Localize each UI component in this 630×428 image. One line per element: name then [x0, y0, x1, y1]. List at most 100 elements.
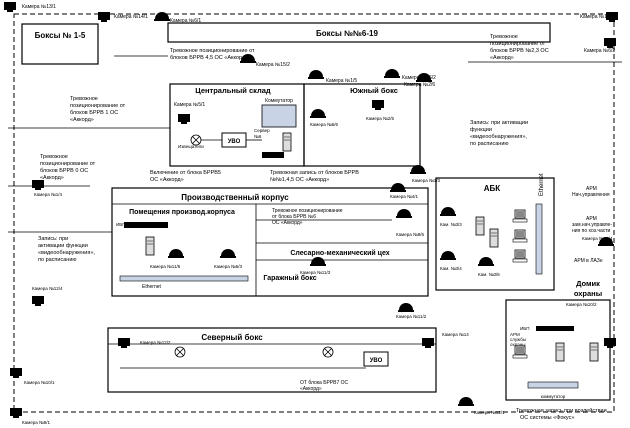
- note-ot-brrv7: ОТ блока БРРВ7 ОС «Аккорд»: [300, 380, 349, 392]
- pc-abk-2-icon: [512, 229, 528, 243]
- svg-text:Камера №6/3: Камера №6/3: [214, 264, 243, 269]
- svg-text:Камера №14: Камера №14: [442, 332, 469, 337]
- ethernet-bus-production: [119, 275, 249, 282]
- camera-1-5: Камера №1/5: [308, 70, 357, 84]
- svg-text:службы: службы: [510, 337, 526, 342]
- svg-text:Тревожное: Тревожное: [490, 34, 518, 40]
- svg-text:позиционирование от: позиционирование от: [40, 161, 96, 167]
- svg-text:Камера №5/1: Камера №5/1: [174, 102, 205, 108]
- svg-text:Камера №13/1: Камера №13/1: [22, 4, 56, 10]
- camera-8-6: Камера №8/6: [396, 209, 425, 237]
- guard-house-label-1: Домик: [576, 279, 600, 288]
- svg-text:Камера №1/4: Камера №1/4: [34, 192, 63, 197]
- svg-text:ния по хоз.части: ния по хоз.части: [572, 228, 611, 234]
- camera-14-1: Камера №14/1: [98, 12, 148, 22]
- svg-text:Тревожное позиционирование от: Тревожное позиционирование от: [170, 48, 255, 54]
- kommutator-central-label: Коммутатор: [265, 98, 293, 104]
- camera-5-1: Камера №5/1: [174, 102, 205, 124]
- svg-text:АРМ: АРМ: [586, 216, 597, 222]
- guard-house-label-2: охраны: [574, 289, 602, 298]
- camera-6-6: Камера №6/6: [310, 109, 339, 127]
- svg-text:Камера №11/2: Камера №11/2: [396, 314, 427, 319]
- svg-text:Камера №10/1: Камера №10/1: [24, 380, 55, 385]
- server-3-icon: [489, 228, 499, 248]
- svg-text:активации функции: активации функции: [38, 243, 88, 249]
- note-trevozh-45: Тревожное позиционирование от блоков БРР…: [170, 48, 255, 61]
- ibp-central: [262, 152, 284, 158]
- svg-text:блоков БРРВ 1 ОС: блоков БРРВ 1 ОС: [70, 110, 118, 116]
- camera-10-4: Камера №10/4: [582, 236, 614, 246]
- server-6-icon: [282, 132, 292, 152]
- camera-12-4: Камера №12/4: [32, 286, 63, 306]
- boxes-1-5-border: [21, 23, 99, 65]
- central-warehouse-label: Центральный склад: [195, 86, 271, 95]
- arm-lazn-label: АРМ в ЛАЗн: [574, 258, 603, 264]
- camera-12-2: Камера №12/2: [118, 338, 171, 348]
- camera-6-1: Камера №6/1: [154, 12, 201, 24]
- svg-text:«Аккорд»: «Аккорд»: [40, 175, 64, 181]
- svg-text:блоков БРРВ №2,3 ОС: блоков БРРВ №2,3 ОС: [490, 48, 549, 54]
- svg-text:Нач.управления: Нач.управления: [572, 192, 610, 198]
- camera-9-1: Камера №9/1: [10, 408, 51, 425]
- svg-text:Камера №6/6: Камера №6/6: [310, 122, 339, 127]
- svg-text:АРМ: АРМ: [586, 186, 597, 192]
- svg-text:позиционирование от: позиционирование от: [490, 41, 546, 47]
- ibp-guard: [536, 326, 574, 331]
- arm-zam-label: АРМ зам.нач.управле- ния по хоз.части: [572, 216, 612, 234]
- note-trevozh-6: Тревожное позиционирование от блока БРРВ…: [272, 208, 343, 226]
- kommutator-central: [261, 104, 297, 128]
- note-trevozh-zapis-145: Тревожная запись от блоков БРРВ №№1,4,5 …: [270, 170, 359, 183]
- svg-text:Камера №12/4: Камера №12/4: [32, 286, 63, 291]
- svg-text:ОС системы «Фокус»: ОС системы «Фокус»: [520, 415, 574, 421]
- ibp-production-label: ИБП: [116, 222, 125, 227]
- ethernet-label-production: Ethernet: [142, 284, 162, 290]
- svg-text:Тревожная запись при воздейств: Тревожная запись при воздействии: [516, 407, 607, 414]
- svg-text:Камера №2/5: Камера №2/5: [366, 116, 395, 121]
- south-box-border: [303, 83, 421, 167]
- svg-text:Камера №1/3: Камера №1/3: [412, 178, 441, 183]
- svg-text:Включение от блока БРРВ5: Включение от блока БРРВ5: [150, 170, 221, 176]
- camera-11-2: Камера №11/2: [396, 303, 427, 319]
- svg-text:Кам. №3/6: Кам. №3/6: [478, 272, 500, 277]
- pc-abk-3-icon: [512, 249, 528, 263]
- svg-text:Тревожная запись от блоков БРР: Тревожная запись от блоков БРРВ: [270, 170, 359, 176]
- svg-text:Камера №10/4: Камера №10/4: [582, 236, 613, 241]
- lamp-north-1-icon: [174, 346, 186, 358]
- svg-text:Камера №4/1: Камера №4/1: [390, 194, 419, 199]
- production-building-label: Производственный корпус: [181, 193, 289, 202]
- perimeter-fence: [13, 13, 615, 413]
- production-building-border: [111, 187, 429, 297]
- svg-text:Камера №14/2: Камера №14/2: [580, 14, 614, 20]
- svg-text:«Аккорд»: «Аккорд»: [70, 117, 94, 123]
- svg-text:«Аккорд»: «Аккорд»: [490, 55, 514, 61]
- svg-text:Камера №6/2: Камера №6/2: [584, 48, 615, 54]
- ethernet-bus-abk: [535, 203, 543, 275]
- pc-guard-icon: [512, 345, 528, 359]
- indicators-label: Извещатели: [178, 144, 204, 149]
- svg-text:блоков БРРВ 4,5 ОС «Аккорд»: блоков БРРВ 4,5 ОС «Аккорд»: [170, 55, 248, 61]
- server-6-label-2: №6: [254, 134, 262, 139]
- ibp-production: [124, 222, 168, 228]
- svg-text:Запись: при: Запись: при: [38, 236, 68, 242]
- camera-4-1: Камера №4/1: [390, 183, 419, 199]
- svg-text:Камера №1/5: Камера №1/5: [326, 78, 357, 84]
- note-trevozh-23: Тревожное позиционирование от блоков БРР…: [490, 34, 549, 61]
- boxes-6-19-label: Боксы №№6-19: [316, 29, 378, 38]
- camera-3-3: Кам. №3/3: [440, 207, 462, 227]
- south-box-label: Южный бокс: [350, 86, 398, 95]
- note-zapis-video: Запись: при активации функции «видеообна…: [470, 120, 528, 147]
- garage-box-label: Гаражный бокс: [263, 274, 316, 282]
- camera-6-2: Камера №6/2: [584, 38, 616, 54]
- camera-1-4: Камера №1/4: [32, 180, 63, 197]
- camera-3-4: Кам. №3/4: [440, 251, 462, 271]
- arm-nach-label: АРМ Нач.управления: [572, 186, 610, 198]
- north-box-border: [107, 327, 437, 393]
- server-2-icon: [475, 216, 485, 236]
- svg-text:Камера №6/1: Камера №6/1: [170, 18, 201, 24]
- svg-text:Камера №12/1: Камера №12/1: [474, 410, 505, 415]
- server-6-label-1: Сервер: [254, 128, 270, 133]
- camera-10-1: Камера №10/1: [10, 368, 55, 385]
- ibp-guard-label: ИБП: [520, 326, 529, 331]
- server-guard-1-icon: [555, 342, 565, 362]
